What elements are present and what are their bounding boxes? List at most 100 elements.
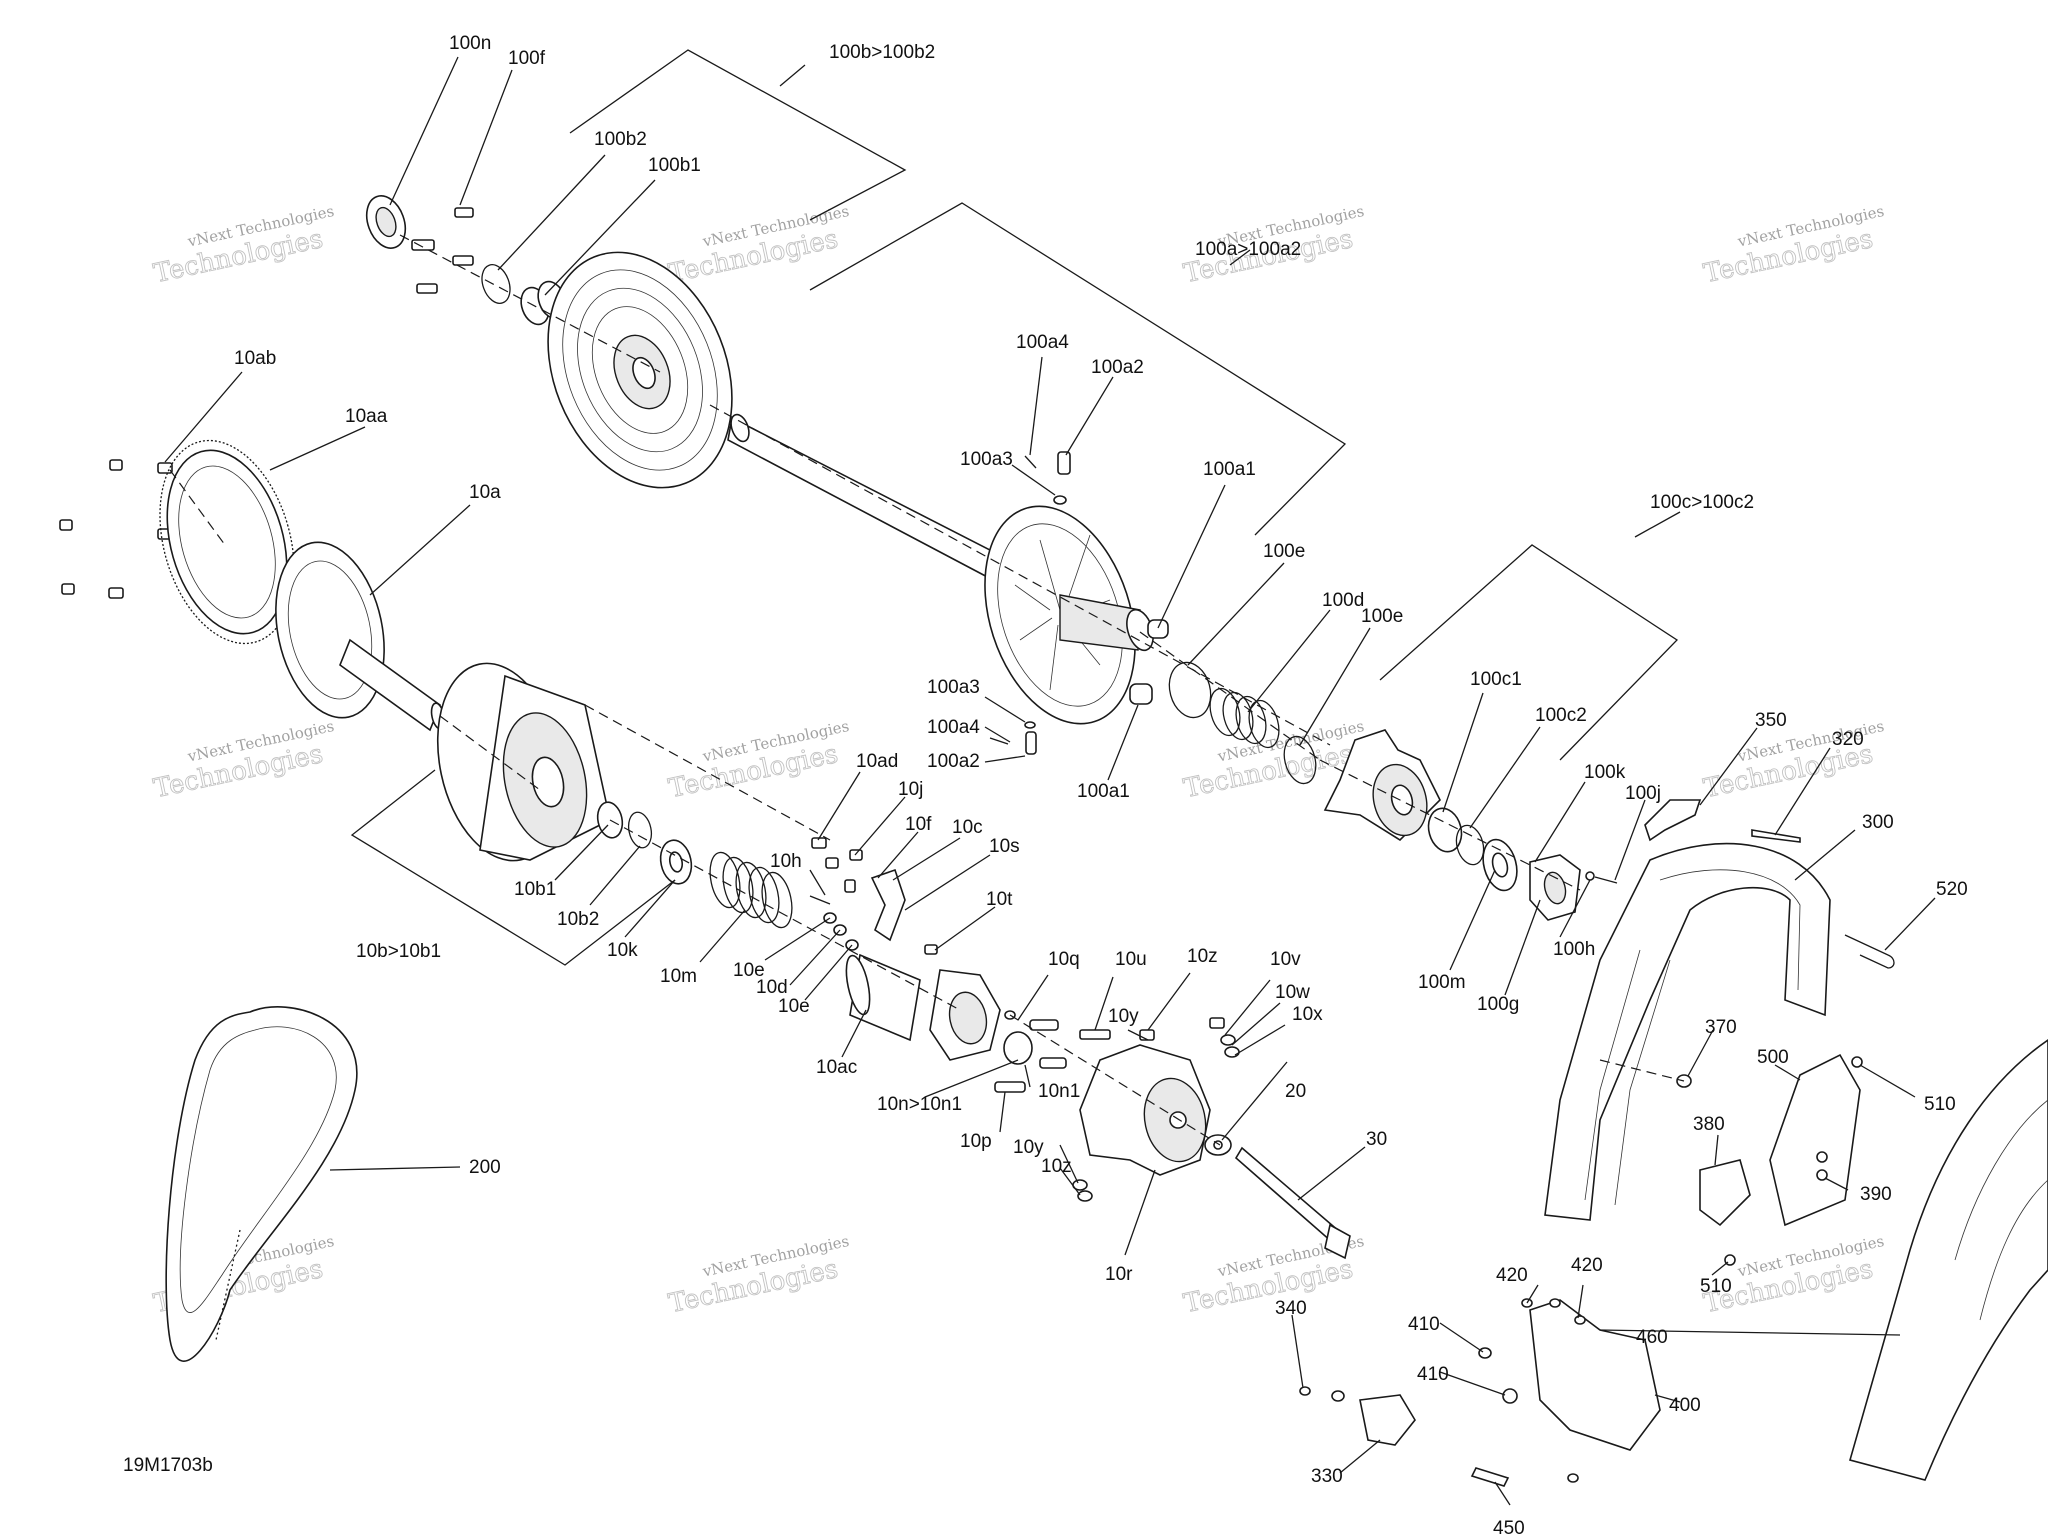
label-10j: 10j (898, 779, 923, 800)
label-100n: 100n (449, 33, 491, 54)
label-10n1: 10n1 (1038, 1081, 1080, 1102)
sheave-disc-100b[interactable] (515, 225, 766, 516)
label-420-a: 420 (1496, 1265, 1528, 1286)
label-100b1: 100b1 (648, 155, 701, 176)
label-10q: 10q (1048, 949, 1080, 970)
label-100a2-low: 100a2 (927, 751, 980, 772)
roller-100a1[interactable] (1129, 619, 1169, 705)
label-420-b: 420 (1571, 1255, 1603, 1276)
movable-sheave-10b[interactable] (421, 652, 611, 873)
seal-100n[interactable] (360, 190, 412, 253)
bracket-500[interactable] (1699, 1053, 1863, 1266)
bolts-10ab[interactable] (59, 459, 173, 599)
label-100e-top: 100e (1263, 541, 1305, 562)
label-300: 300 (1862, 812, 1894, 833)
label-10t: 10t (986, 889, 1013, 910)
pins-100a[interactable] (989, 451, 1071, 755)
label-10ac: 10ac (816, 1057, 857, 1078)
shim-320[interactable] (1751, 829, 1801, 843)
label-10h: 10h (770, 851, 802, 872)
label-100a4: 100a4 (1016, 332, 1069, 353)
label-390: 390 (1860, 1184, 1892, 1205)
bracket-350[interactable] (1644, 799, 1702, 842)
circlip-100b2[interactable] (477, 261, 515, 307)
label-10p: 10p (960, 1131, 992, 1152)
spider-100a[interactable] (959, 487, 1161, 743)
label-400: 400 (1669, 1395, 1701, 1416)
label-10f: 10f (905, 814, 932, 835)
roller-10n1[interactable] (994, 1019, 1067, 1093)
label-10y-low: 10y (1013, 1137, 1044, 1158)
label-380: 380 (1693, 1114, 1725, 1135)
label-100a1-low: 100a1 (1077, 781, 1130, 802)
hub-10r[interactable] (1079, 1044, 1213, 1176)
label-20: 20 (1285, 1081, 1306, 1102)
label-10w: 10w (1275, 982, 1310, 1003)
label-10c: 10c (952, 817, 983, 838)
sleeve-10ac[interactable] (842, 953, 921, 1042)
label-10y-top: 10y (1108, 1006, 1139, 1027)
label-10v: 10v (1270, 949, 1301, 970)
diagram-code: 19M1703b (123, 1455, 213, 1476)
washer-10k[interactable] (657, 837, 695, 886)
label-410-b: 410 (1417, 1364, 1449, 1385)
label-100a3: 100a3 (960, 449, 1013, 470)
parts (59, 190, 2048, 1487)
label-200: 200 (469, 1157, 501, 1178)
label-10x: 10x (1292, 1004, 1323, 1025)
spring-100d[interactable] (1205, 685, 1283, 751)
rings-100c[interactable] (1424, 805, 1488, 868)
label-100a4-low: 100a4 (927, 717, 980, 738)
side-panel[interactable] (1849, 1039, 2048, 1481)
spider-10n[interactable] (929, 969, 1016, 1061)
label-340: 340 (1275, 1298, 1307, 1319)
label-100c-100c2: 100c>100c2 (1650, 492, 1754, 513)
label-100h: 100h (1553, 939, 1595, 960)
label-100b-100b2: 100b>100b2 (829, 42, 935, 63)
guard-300[interactable] (1544, 842, 1831, 1221)
watermark: vNext Technologies Technologies (1701, 202, 1886, 290)
label-100c1: 100c1 (1470, 669, 1522, 690)
circlip-10b2[interactable] (625, 810, 654, 850)
ring-gear-10aa[interactable] (138, 425, 316, 660)
label-410-a: 410 (1408, 1314, 1440, 1335)
watermark: vNext Technologies Technologies (666, 717, 851, 805)
label-10z-top: 10z (1187, 946, 1218, 967)
label-100a1: 100a1 (1203, 459, 1256, 480)
label-510-a: 510 (1924, 1094, 1956, 1115)
label-100m: 100m (1418, 972, 1466, 993)
label-10n-10n1: 10n>10n1 (877, 1094, 962, 1115)
label-10z-low: 10z (1041, 1156, 1072, 1177)
label-10ad: 10ad (856, 751, 898, 772)
label-30: 30 (1366, 1129, 1387, 1150)
label-10k: 10k (607, 940, 638, 961)
label-10d: 10d (756, 977, 788, 998)
bolts-100f[interactable] (411, 207, 474, 294)
hardware-10ad-10t[interactable] (809, 837, 938, 955)
bolt-30[interactable] (1234, 1146, 1351, 1260)
guard-400[interactable] (1470, 1298, 1661, 1487)
label-10u: 10u (1115, 949, 1147, 970)
label-100k: 100k (1584, 762, 1626, 783)
label-10b-10b1: 10b>10b1 (356, 941, 441, 962)
spring-10m[interactable] (705, 850, 796, 931)
label-100e: 100e (1361, 606, 1403, 627)
assembly-axes (169, 234, 1685, 1146)
label-510-b: 510 (1700, 1276, 1732, 1297)
label-500: 500 (1757, 1047, 1789, 1068)
belt-200[interactable] (165, 1006, 358, 1362)
washer-100m[interactable] (1478, 836, 1522, 895)
label-460: 460 (1636, 1327, 1668, 1348)
callout-labels: 100n 100f 100b>100b2 100b2 100b1 100a>10… (123, 33, 1968, 1536)
bracket-330[interactable] (1299, 1386, 1416, 1446)
group-brackets (350, 49, 1679, 966)
label-10a: 10a (469, 482, 501, 503)
clip-520[interactable] (1844, 934, 1895, 969)
sheave-10a[interactable] (261, 532, 447, 732)
label-10ab: 10ab (234, 348, 276, 369)
label-330: 330 (1311, 1466, 1343, 1487)
label-10e-a: 10e (733, 960, 765, 981)
watermark: vNext Technologies Technologies (666, 202, 851, 290)
watermark: vNext Technologies Technologies (151, 202, 336, 290)
